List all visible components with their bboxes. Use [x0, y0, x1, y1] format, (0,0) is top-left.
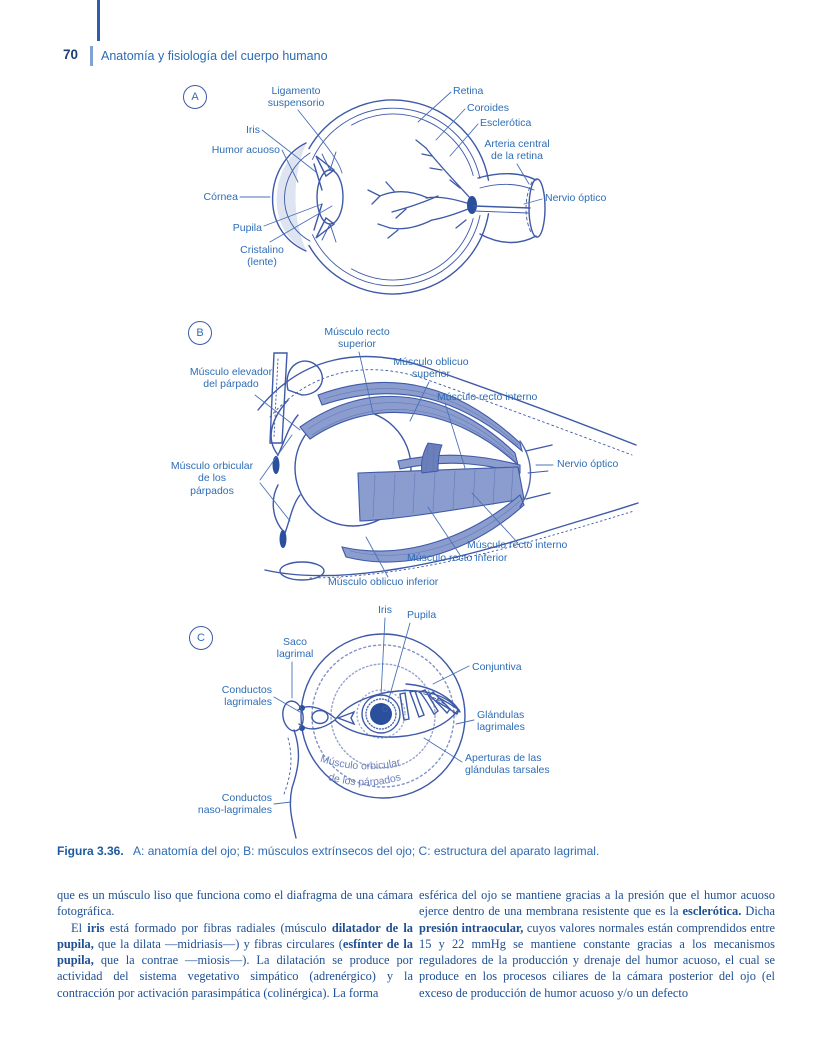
label-recto-inferior: Músculo recto inferior: [407, 552, 508, 564]
label-arteria-central: Arteria central de la retina: [484, 138, 550, 163]
figure-caption: Figura 3.36. A: anatomía del ojo; B: mús…: [57, 844, 777, 858]
label-cornea: Córnea: [203, 191, 238, 203]
panel-a-badge: A: [183, 85, 207, 109]
label-oblicuo-inferior: Músculo oblicuo inferior: [328, 576, 439, 588]
paragraph: que es un músculo liso que funciona como…: [57, 888, 413, 919]
panel-c-badge: C: [189, 626, 213, 650]
label-nervio-optico-b: Nervio óptico: [557, 458, 619, 470]
label-conductos-naso-lagrimales: Conductos naso-lagrimales: [197, 792, 272, 817]
label-pupila-c: Pupila: [407, 609, 437, 621]
page-number: 70: [63, 47, 79, 62]
label-oblicuo-superior: Músculo oblicuo superior: [393, 356, 469, 381]
header-separator: [90, 46, 93, 66]
running-header-title: Anatomía y fisiología del cuerpo humano: [101, 49, 328, 63]
chapter-spine-rule: [97, 0, 100, 41]
label-humor-acuoso: Humor acuoso: [211, 144, 280, 156]
svg-text:Músculo orbicular: Músculo orbicular: [319, 753, 402, 772]
label-iris-a: Iris: [246, 124, 260, 136]
label-aperturas-tarsales: Aperturas de las glándulas tarsales: [465, 752, 550, 777]
label-elevador-parpado: Músculo elevador del párpado: [189, 366, 273, 391]
label-recto-interno-superior: Músculo recto interno: [437, 391, 538, 403]
label-conductos-lagrimales: Conductos lagrimales: [221, 684, 272, 709]
label-esclerotica: Esclerótica: [480, 117, 532, 129]
curved-label-de-los-parpados: de los párpados: [327, 771, 402, 788]
body-column-right: esférica del ojo se mantiene gracias a l…: [419, 887, 775, 1001]
label-orbicular-parpados: Músculo orbicular de los párpados: [170, 460, 254, 497]
svg-text:de los párpados: de los párpados: [327, 771, 402, 788]
label-pupila-a: Pupila: [232, 222, 262, 234]
label-coroides: Coroides: [467, 102, 510, 114]
label-saco-lagrimal: Saco lagrimal: [276, 636, 314, 661]
paragraph: El iris está formado por fibras radiales…: [57, 920, 414, 1000]
label-recto-superior: Músculo recto superior: [324, 326, 390, 351]
label-recto-interno-inferior: Músculo recto interno: [467, 539, 568, 551]
eye-anatomy-illustration: [239, 91, 546, 295]
label-cristalino: Cristalino (lente): [240, 244, 284, 269]
figure-caption-text: A: anatomía del ojo; B: músculos extríns…: [133, 844, 600, 858]
label-ligamento-suspensorio: Ligamento suspensorio: [267, 85, 325, 110]
figure-caption-label: Figura 3.36.: [57, 844, 124, 858]
label-glandulas-lagrimales: Glándulas lagrimales: [477, 709, 525, 734]
paragraph: esférica del ojo se mantiene gracias a l…: [419, 888, 775, 1000]
label-nervio-optico-a: Nervio óptico: [545, 192, 607, 204]
lacrimal-apparatus-illustration: Músculo orbicular de los párpados: [273, 617, 475, 839]
body-column-left: que es un músculo liso que funciona como…: [57, 887, 413, 1001]
label-retina: Retina: [453, 85, 484, 97]
label-conjuntiva: Conjuntiva: [472, 661, 522, 673]
panel-b-badge: B: [188, 321, 212, 345]
eye-muscles-illustration: [254, 351, 639, 581]
label-iris-c: Iris: [378, 604, 392, 616]
curved-label-musculo-orbicular: Músculo orbicular: [319, 753, 402, 772]
